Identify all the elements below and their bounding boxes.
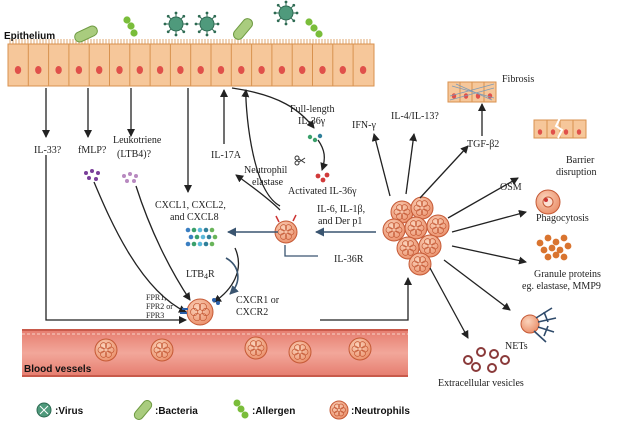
il36r-connector bbox=[284, 245, 318, 257]
fpr2-label: FPR2 or bbox=[146, 302, 173, 311]
granule-label-line2: eg. elastase, MMP9 bbox=[522, 281, 601, 292]
neutrophil-cluster bbox=[382, 196, 450, 276]
legend-bacteria-icon bbox=[133, 400, 153, 420]
labels: IL-33? fMLP? Leukotriene (LTB4)? CXCL1, … bbox=[34, 74, 601, 389]
fmlp-label: fMLP? bbox=[78, 145, 107, 156]
neutrophil-elastase-line2: elastase bbox=[252, 177, 284, 188]
ltb4-label: (LTB4)? bbox=[117, 149, 152, 160]
legend-allergen-icon bbox=[233, 399, 249, 419]
nets-icon bbox=[520, 307, 557, 343]
full-length-line2: IL-36γ bbox=[298, 116, 326, 127]
legend-virus-icon bbox=[36, 402, 52, 418]
nets-label: NETs bbox=[505, 341, 528, 352]
bacteria-icon bbox=[74, 25, 98, 43]
virus-icon bbox=[163, 11, 189, 37]
barrier-disruption-tissue bbox=[533, 117, 587, 139]
fpr1-label: FPR1, bbox=[146, 293, 166, 302]
il17a-label: IL-17A bbox=[211, 150, 242, 161]
il36r-label: IL-36R bbox=[334, 254, 364, 265]
bacteria-icon bbox=[233, 18, 253, 40]
fibrosis-tissue bbox=[447, 81, 497, 103]
epithelium-layer bbox=[7, 39, 375, 87]
legend-neutrophil-label: :Neutrophils bbox=[351, 406, 410, 417]
neutrophil-il36r bbox=[274, 214, 298, 244]
allergen-icon bbox=[305, 18, 323, 38]
phagocytosis-cell bbox=[535, 189, 561, 215]
tgfb2-label: TGF-β2 bbox=[467, 139, 499, 150]
extracellular-vesicles-label: Extracellular vesicles bbox=[438, 378, 524, 389]
legend-virus-label: :Virus bbox=[55, 406, 84, 417]
legend-allergen-label: :Allergen bbox=[252, 406, 295, 417]
full-length-line1: Full-length bbox=[290, 104, 334, 115]
leukotriene-label: Leukotriene bbox=[113, 135, 162, 146]
il33-label: IL-33? bbox=[34, 145, 62, 156]
legend-bacteria-label: :Bacteria bbox=[155, 406, 198, 417]
cxcr-label-line1: CXCR1 or bbox=[236, 295, 280, 306]
fibrosis-label: Fibrosis bbox=[502, 74, 534, 85]
neutrophil-elastase-line1: Neutrophil bbox=[244, 165, 288, 176]
il36-activated bbox=[315, 172, 330, 183]
granule-proteins bbox=[536, 234, 572, 261]
legend-neutrophil-icon bbox=[329, 400, 349, 420]
migration-arrow bbox=[320, 277, 412, 321]
granule-label-line1: Granule proteins bbox=[534, 269, 601, 280]
il36-full-length bbox=[307, 133, 323, 143]
il6-label-line1: IL-6, IL-1β, bbox=[317, 204, 365, 215]
cluster-outputs bbox=[371, 103, 527, 339]
ifng-label: IFN-γ bbox=[352, 120, 376, 131]
cxcl-label-line2: and CXCL8 bbox=[170, 212, 219, 223]
fmlp-molecules bbox=[84, 169, 100, 181]
il6-label-line2: and Der p1 bbox=[318, 216, 362, 227]
scissors-icon bbox=[294, 155, 306, 166]
barrier-label-line1: Barrier bbox=[566, 155, 595, 166]
barrier-label-line2: disruption bbox=[556, 167, 597, 178]
cxcl-chemokines bbox=[185, 227, 218, 247]
virus-icon bbox=[194, 11, 220, 37]
extracellular-vesicles bbox=[463, 347, 510, 373]
epithelium-label: Epithelium bbox=[4, 31, 55, 42]
leukotriene-molecules bbox=[122, 172, 138, 183]
blood-vessels-label: Blood vessels bbox=[24, 364, 92, 375]
fpr3-label: FPR3 bbox=[146, 311, 164, 320]
il4-label: IL-4/IL-13? bbox=[391, 111, 439, 122]
cxcr-label-line2: CXCR2 bbox=[236, 307, 268, 318]
legend: :Virus :Bacteria :Allergen :Neutrophils bbox=[36, 399, 410, 420]
phagocytosis-label: Phagocytosis bbox=[536, 213, 589, 224]
activated-il36-label: Activated IL-36γ bbox=[288, 186, 357, 197]
osm-label: OSM bbox=[500, 182, 522, 193]
virus-icon bbox=[273, 0, 299, 26]
blue-arrows bbox=[225, 227, 376, 295]
receptors bbox=[180, 298, 220, 314]
blood-vessel bbox=[22, 329, 408, 377]
allergen-icon bbox=[123, 16, 138, 37]
epithelium-outputs bbox=[42, 87, 329, 324]
ltb4r-label: LTB4R bbox=[186, 269, 215, 281]
cxcl-label-line1: CXCL1, CXCL2, bbox=[155, 200, 226, 211]
